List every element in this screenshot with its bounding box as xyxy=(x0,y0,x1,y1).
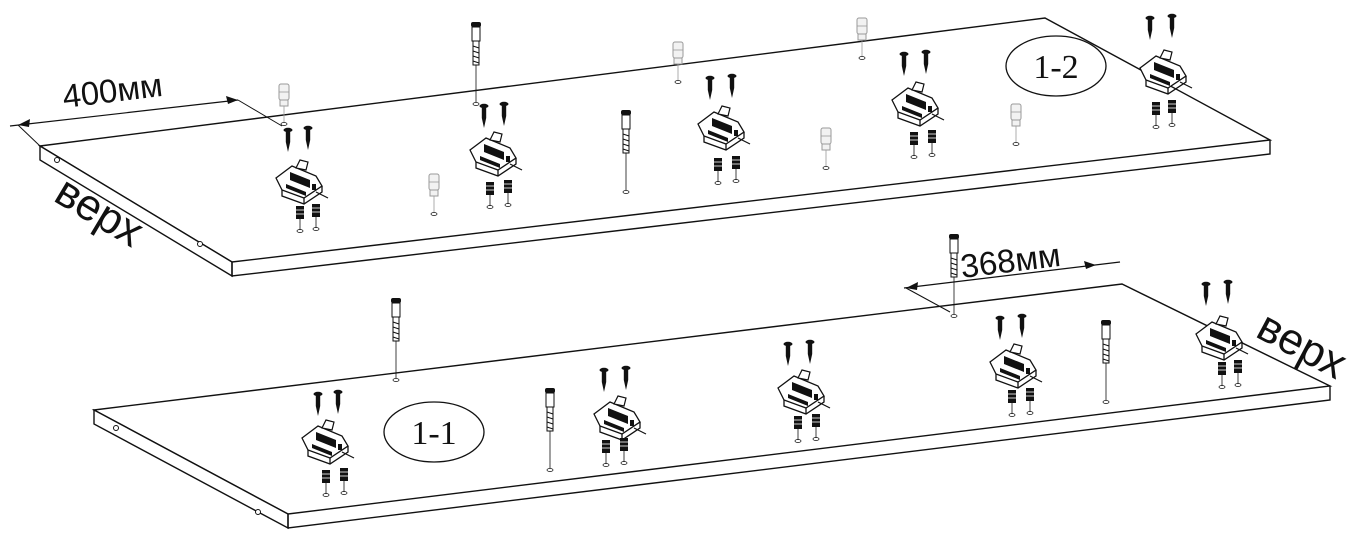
lower-edge-hole xyxy=(113,425,119,431)
screw-icon xyxy=(1223,279,1233,304)
lower-part-ellipse xyxy=(383,401,485,463)
upper-part-label: 1-2 xyxy=(1033,49,1078,86)
lower-part-marker: 1-1 xyxy=(383,401,485,463)
upper-edge-hole xyxy=(54,157,60,163)
lower-panel-top-face xyxy=(91,283,1333,515)
confirmat-screw-icon xyxy=(390,297,402,382)
upper-part-marker: 1-2 xyxy=(1005,35,1107,97)
lower-part-label: 1-1 xyxy=(411,415,456,452)
upper-panel-side-edge xyxy=(231,140,1271,277)
screw-icon xyxy=(1145,15,1155,40)
screw-icon xyxy=(1167,13,1177,38)
lower-panel-side-edge xyxy=(287,386,1331,529)
lower-panel xyxy=(91,283,1333,530)
screw-icon xyxy=(1201,281,1211,306)
lower-dimension-label: 368мм xyxy=(958,236,1062,285)
upper-panel xyxy=(37,17,1273,278)
upper-dimension-label: 400мм xyxy=(60,66,164,115)
upper-part-ellipse xyxy=(1005,35,1107,97)
lower-edge-hole xyxy=(255,509,261,515)
upper-edge-hole xyxy=(197,241,203,247)
